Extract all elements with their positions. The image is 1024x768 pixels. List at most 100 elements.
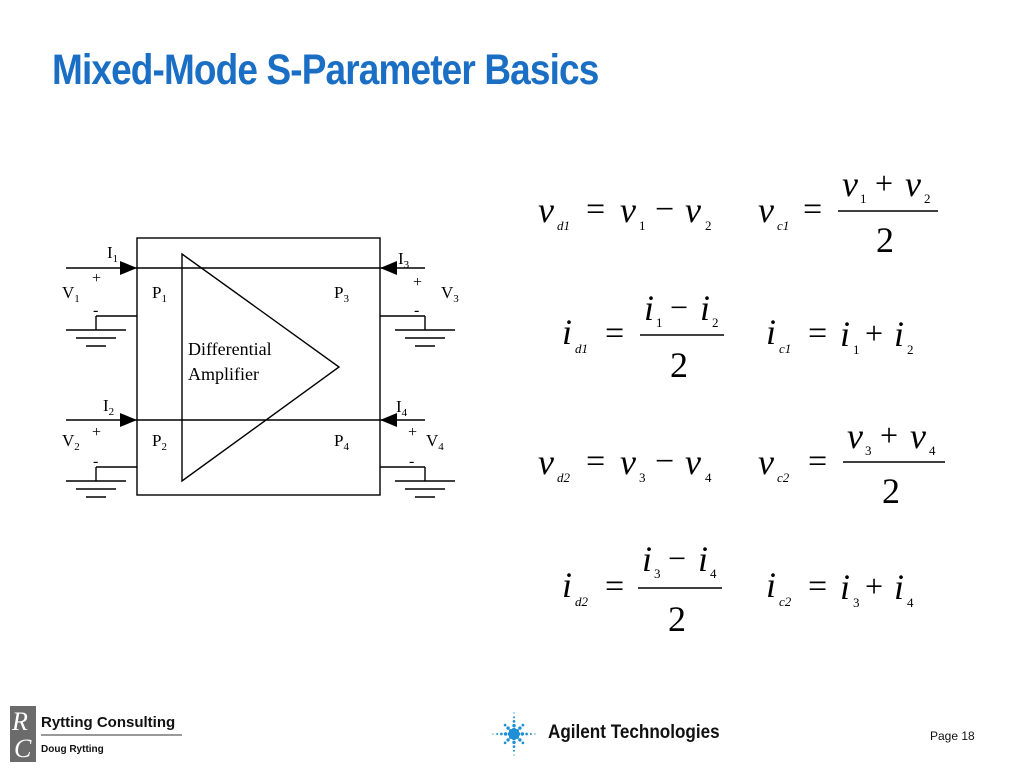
svg-text:1: 1 bbox=[639, 218, 646, 233]
amplifier-label-line1: Differential bbox=[188, 339, 272, 359]
svg-text:i: i bbox=[894, 567, 904, 607]
agilent-spark-icon bbox=[492, 712, 536, 756]
svg-text:2: 2 bbox=[882, 471, 900, 511]
current-label-2: I2 bbox=[103, 396, 114, 418]
port-label-1: P1 bbox=[152, 283, 167, 305]
plus-sign-3: + bbox=[413, 274, 422, 291]
svg-text:3: 3 bbox=[654, 566, 661, 581]
minus-sign-2: - bbox=[93, 453, 98, 470]
equation-id2: i d2 = i 3 − i 4 2 bbox=[562, 539, 722, 639]
port-label-2: P2 bbox=[152, 431, 167, 453]
svg-text:=: = bbox=[808, 568, 827, 605]
mixed-mode-equations: v d1 = v 1 − v 2 v c1 = v 1 + v 2 2 i d1… bbox=[538, 164, 945, 639]
svg-text:+: + bbox=[865, 315, 883, 351]
svg-text:=: = bbox=[808, 315, 827, 352]
svg-text:2: 2 bbox=[907, 342, 914, 357]
current-label-4: I4 bbox=[396, 397, 408, 419]
svg-text:2: 2 bbox=[712, 315, 719, 330]
svg-text:v: v bbox=[685, 442, 701, 482]
svg-text:−: − bbox=[655, 443, 674, 480]
equation-ic1: i c1 = i 1 + i 2 bbox=[766, 312, 914, 357]
svg-text:=: = bbox=[803, 191, 822, 228]
svg-text:=: = bbox=[586, 443, 605, 480]
svg-text:v: v bbox=[905, 164, 921, 204]
svg-text:v: v bbox=[620, 442, 636, 482]
equation-vc2: v c2 = v 3 + v 4 2 bbox=[758, 416, 945, 511]
svg-text:1: 1 bbox=[656, 315, 663, 330]
svg-text:v: v bbox=[910, 416, 926, 456]
current-label-3: I3 bbox=[398, 249, 410, 271]
svg-text:3: 3 bbox=[639, 470, 646, 485]
svg-text:=: = bbox=[605, 315, 624, 352]
svg-text:v: v bbox=[538, 190, 554, 230]
amplifier-triangle bbox=[181, 252, 341, 483]
svg-text:v: v bbox=[620, 190, 636, 230]
amplifier-box bbox=[136, 237, 381, 496]
ground-icon bbox=[66, 329, 126, 347]
ground-icon bbox=[395, 480, 455, 498]
svg-text:2: 2 bbox=[705, 218, 712, 233]
current-arrow-icon bbox=[380, 261, 397, 275]
svg-text:2: 2 bbox=[670, 345, 688, 385]
svg-text:1: 1 bbox=[853, 342, 860, 357]
svg-text:C: C bbox=[14, 734, 32, 762]
svg-text:d2: d2 bbox=[575, 594, 589, 609]
svg-text:2: 2 bbox=[924, 191, 931, 206]
current-label-1: I1 bbox=[107, 243, 118, 265]
equation-id1: i d1 = i 1 − i 2 2 bbox=[562, 288, 724, 385]
current-arrow-icon bbox=[380, 413, 397, 427]
svg-text:−: − bbox=[668, 540, 686, 576]
svg-text:i: i bbox=[642, 539, 652, 579]
svg-text:d2: d2 bbox=[557, 470, 571, 485]
voltage-label-4: V4 bbox=[426, 431, 444, 453]
svg-text:c1: c1 bbox=[779, 341, 791, 356]
svg-text:4: 4 bbox=[929, 443, 936, 458]
svg-text:i: i bbox=[698, 539, 708, 579]
svg-text:c2: c2 bbox=[779, 594, 792, 609]
svg-text:4: 4 bbox=[710, 566, 717, 581]
svg-text:v: v bbox=[538, 442, 554, 482]
svg-text:R: R bbox=[11, 707, 28, 736]
equation-vd2: v d2 = v 3 − v 4 bbox=[538, 442, 712, 485]
equation-vc1: v c1 = v 1 + v 2 2 bbox=[758, 164, 938, 260]
svg-text:1: 1 bbox=[860, 191, 867, 206]
equation-vd1: v d1 = v 1 − v 2 bbox=[538, 190, 712, 233]
svg-text:Rytting Consulting: Rytting Consulting bbox=[41, 714, 175, 731]
svg-text:d1: d1 bbox=[557, 218, 570, 233]
current-arrow-icon bbox=[120, 261, 137, 275]
equation-ic2: i c2 = i 3 + i 4 bbox=[766, 565, 914, 610]
rytting-consulting-logo: R C Rytting Consulting Doug Rytting bbox=[10, 706, 182, 762]
svg-text:=: = bbox=[586, 191, 605, 228]
svg-text:v: v bbox=[758, 190, 774, 230]
svg-text:i: i bbox=[700, 288, 710, 328]
svg-text:3: 3 bbox=[865, 443, 872, 458]
minus-sign-3: - bbox=[414, 302, 419, 319]
differential-amplifier-diagram: I1 + V1 - P1 I2 + V2 - P2 I3 + V3 - P3 I… bbox=[62, 237, 459, 498]
svg-text:c2: c2 bbox=[777, 470, 790, 485]
svg-text:i: i bbox=[644, 288, 654, 328]
plus-sign-4: + bbox=[408, 424, 417, 441]
svg-text:v: v bbox=[847, 416, 863, 456]
svg-text:i: i bbox=[562, 312, 572, 352]
svg-text:c1: c1 bbox=[777, 218, 789, 233]
ground-icon bbox=[66, 480, 126, 498]
svg-text:+: + bbox=[875, 165, 893, 201]
ground-icon bbox=[395, 329, 455, 347]
svg-text:−: − bbox=[655, 191, 674, 228]
minus-sign-1: - bbox=[93, 302, 98, 319]
svg-text:2: 2 bbox=[876, 220, 894, 260]
svg-text:3: 3 bbox=[853, 595, 860, 610]
plus-sign-1: + bbox=[92, 270, 101, 287]
svg-text:=: = bbox=[605, 568, 624, 605]
svg-text:Doug Rytting: Doug Rytting bbox=[41, 744, 104, 755]
current-arrow-icon bbox=[120, 413, 137, 427]
svg-text:i: i bbox=[766, 312, 776, 352]
svg-text:v: v bbox=[842, 164, 858, 204]
svg-text:i: i bbox=[840, 314, 850, 354]
svg-text:4: 4 bbox=[907, 595, 914, 610]
svg-text:2: 2 bbox=[668, 599, 686, 639]
port-label-4: P4 bbox=[334, 431, 349, 453]
minus-sign-4: - bbox=[409, 453, 414, 470]
amplifier-label-line2: Amplifier bbox=[188, 364, 259, 384]
svg-text:−: − bbox=[670, 289, 688, 325]
